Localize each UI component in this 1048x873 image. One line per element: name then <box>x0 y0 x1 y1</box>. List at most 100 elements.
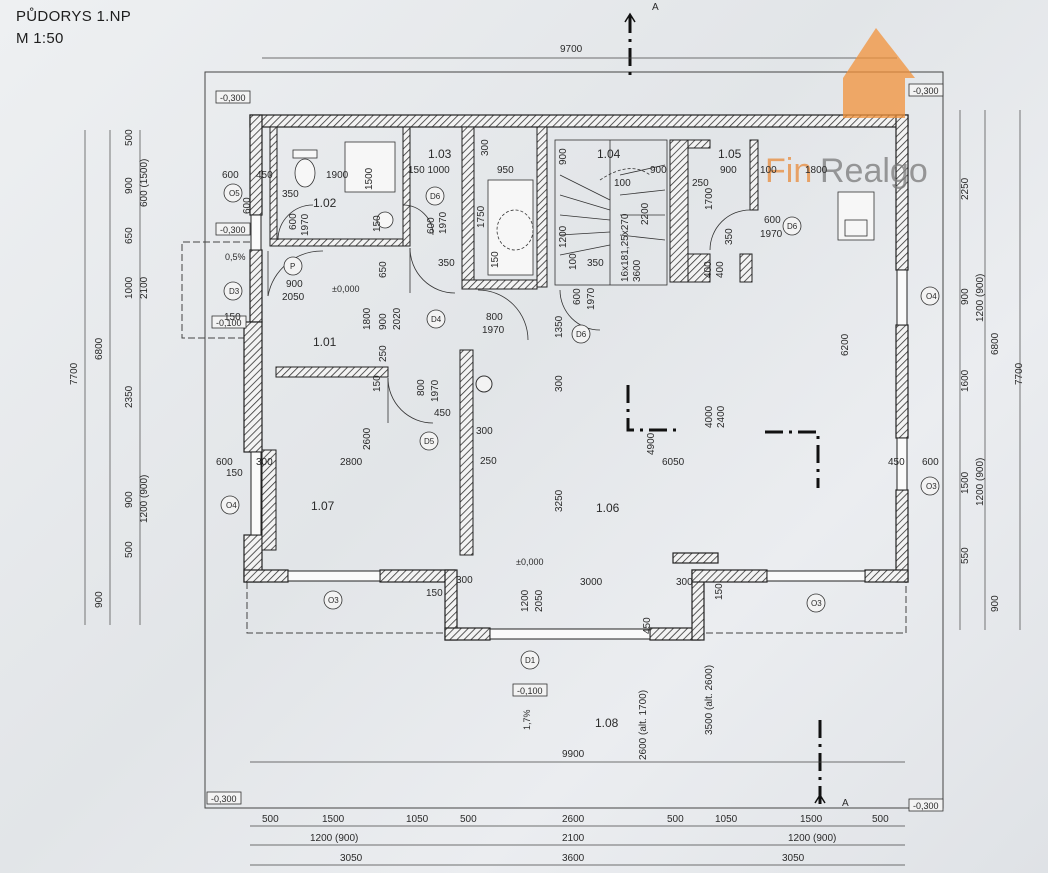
dim-i-150g: 150 <box>714 583 725 600</box>
dim-b3: 1050 <box>406 814 429 825</box>
dim-i-1800b: 1800 <box>362 307 373 330</box>
dim-i-600d: 600 <box>572 288 583 305</box>
dim-r2: 900 <box>960 288 971 305</box>
terrace-outline <box>246 582 907 634</box>
dim-i-800b: 800 <box>416 379 427 396</box>
dim-i-600h: 600 <box>242 197 253 214</box>
tag-o3-right: O3 <box>811 599 822 608</box>
dimension-lines <box>84 57 1021 866</box>
dim-i-2800: 2800 <box>340 457 363 468</box>
dim-i-150f: 150 <box>224 312 241 323</box>
dim-i-600b: 600 <box>288 213 299 230</box>
dim-i-350d: 350 <box>438 258 455 269</box>
dim-i-350c: 350 <box>724 228 735 245</box>
dim-b5: 2600 <box>562 814 585 825</box>
dim-b9: 500 <box>872 814 889 825</box>
dim-i-650: 650 <box>378 261 389 278</box>
dim-b2-3: 1200 (900) <box>788 833 836 844</box>
dim-i-150: 150 <box>372 215 383 232</box>
dim-i-900c: 900 <box>286 279 303 290</box>
dim-i-150d: 150 <box>490 251 501 268</box>
section-arrow-icon <box>624 12 826 804</box>
level-entry: -0,300 <box>220 225 246 235</box>
dim-i-250b: 250 <box>480 456 497 467</box>
windows <box>250 214 908 640</box>
dim-l6: 2100 <box>139 276 150 299</box>
toilet-icon <box>294 158 316 188</box>
dim-i-950: 950 <box>497 165 514 176</box>
dim-r-big2: 7700 <box>1014 362 1025 385</box>
room-1-07: 1.07 <box>311 499 335 513</box>
dim-b3-1: 3050 <box>340 853 363 864</box>
level-hall: ±0,000 <box>332 284 359 294</box>
dim-i-1970c: 1970 <box>760 229 783 240</box>
tag-d6-pantry: D6 <box>787 222 798 231</box>
dim-i-250: 250 <box>692 178 709 189</box>
dim-i-300b: 300 <box>476 426 493 437</box>
dim-top-total: 9700 <box>560 44 583 55</box>
dim-i-300f: 300 <box>676 577 693 588</box>
room-1-01: 1.01 <box>313 335 337 349</box>
section-label-top: A <box>652 2 659 13</box>
tag-o5: O5 <box>229 189 240 198</box>
slope-terrace: 1,7% <box>522 709 532 730</box>
dim-r7: 550 <box>960 547 971 564</box>
dim-i-600e: 600 <box>216 457 233 468</box>
dim-r8: 900 <box>990 595 1001 612</box>
dim-i-150h: 150 <box>372 375 383 392</box>
dim-i-16: 16x181,25x270 <box>620 213 631 282</box>
dim-i-2600b: 2600 (alt. 1700) <box>638 690 649 760</box>
tag-o3-east: O3 <box>926 482 937 491</box>
dim-i-350: 350 <box>282 189 299 200</box>
dim-i-100c: 100 <box>614 178 631 189</box>
slope-entry: 0,5% <box>225 252 246 262</box>
dim-i-1700: 1700 <box>704 187 715 210</box>
dim-l1: 500 <box>124 129 135 146</box>
dim-i-600: 600 <box>222 170 239 181</box>
dim-i-100b: 100 <box>760 165 777 176</box>
dim-i-800: 800 <box>486 312 503 323</box>
dim-l10: 500 <box>124 541 135 558</box>
dim-i-350b: 350 <box>587 258 604 269</box>
level-sw: -0,300 <box>211 794 237 804</box>
dim-i-1500: 1500 <box>364 167 375 190</box>
dim-l4: 650 <box>124 227 135 244</box>
dim-bottom-total: 9900 <box>562 749 585 760</box>
dim-b2-1: 1200 (900) <box>310 833 358 844</box>
house-logo-icon <box>843 28 915 118</box>
dim-i-1200: 1200 <box>558 225 569 248</box>
dim-i-450b: 450 <box>434 408 451 419</box>
logo-text-realgo: Realgo <box>820 152 928 190</box>
dim-i-900e: 900 <box>720 165 737 176</box>
dim-i-900d: 900 <box>378 313 389 330</box>
dim-b8: 1500 <box>800 814 823 825</box>
dim-i-1970d: 1970 <box>482 325 505 336</box>
room-1-08: 1.08 <box>595 716 619 730</box>
dim-r-big1: 6800 <box>990 332 1001 355</box>
dim-i-600f: 600 <box>922 457 939 468</box>
level-nw: -0,300 <box>220 93 246 103</box>
room-1-02: 1.02 <box>313 196 337 210</box>
room-1-06: 1.06 <box>596 501 620 515</box>
left-dimensions: 500 900 600 (1500) 650 1000 2100 2350 90… <box>69 129 150 608</box>
dim-b6: 500 <box>667 814 684 825</box>
dim-i-1750: 1750 <box>476 205 487 228</box>
tag-d3: D3 <box>229 287 240 296</box>
dim-i-3500: 3500 (alt. 2600) <box>704 665 715 735</box>
dim-l3: 600 (1500) <box>139 159 150 207</box>
right-dimensions: 2250 900 1200 (900) 1600 1500 1200 (900)… <box>960 177 1025 612</box>
tag-p: P <box>290 262 295 271</box>
plot-boundary <box>204 71 944 809</box>
bathroom-fixtures <box>292 141 875 276</box>
dim-i-2400: 2400 <box>716 405 727 428</box>
dim-i-1970f: 1970 <box>430 379 441 402</box>
dim-i-1800: 1800 <box>805 165 828 176</box>
tag-o4-left: O4 <box>226 501 237 510</box>
dim-r4: 1600 <box>960 369 971 392</box>
opening-tag-circles <box>220 183 940 670</box>
tag-d6-bath: D6 <box>430 192 441 201</box>
tag-d4: D4 <box>431 315 442 324</box>
washbasin-icon <box>376 211 394 229</box>
